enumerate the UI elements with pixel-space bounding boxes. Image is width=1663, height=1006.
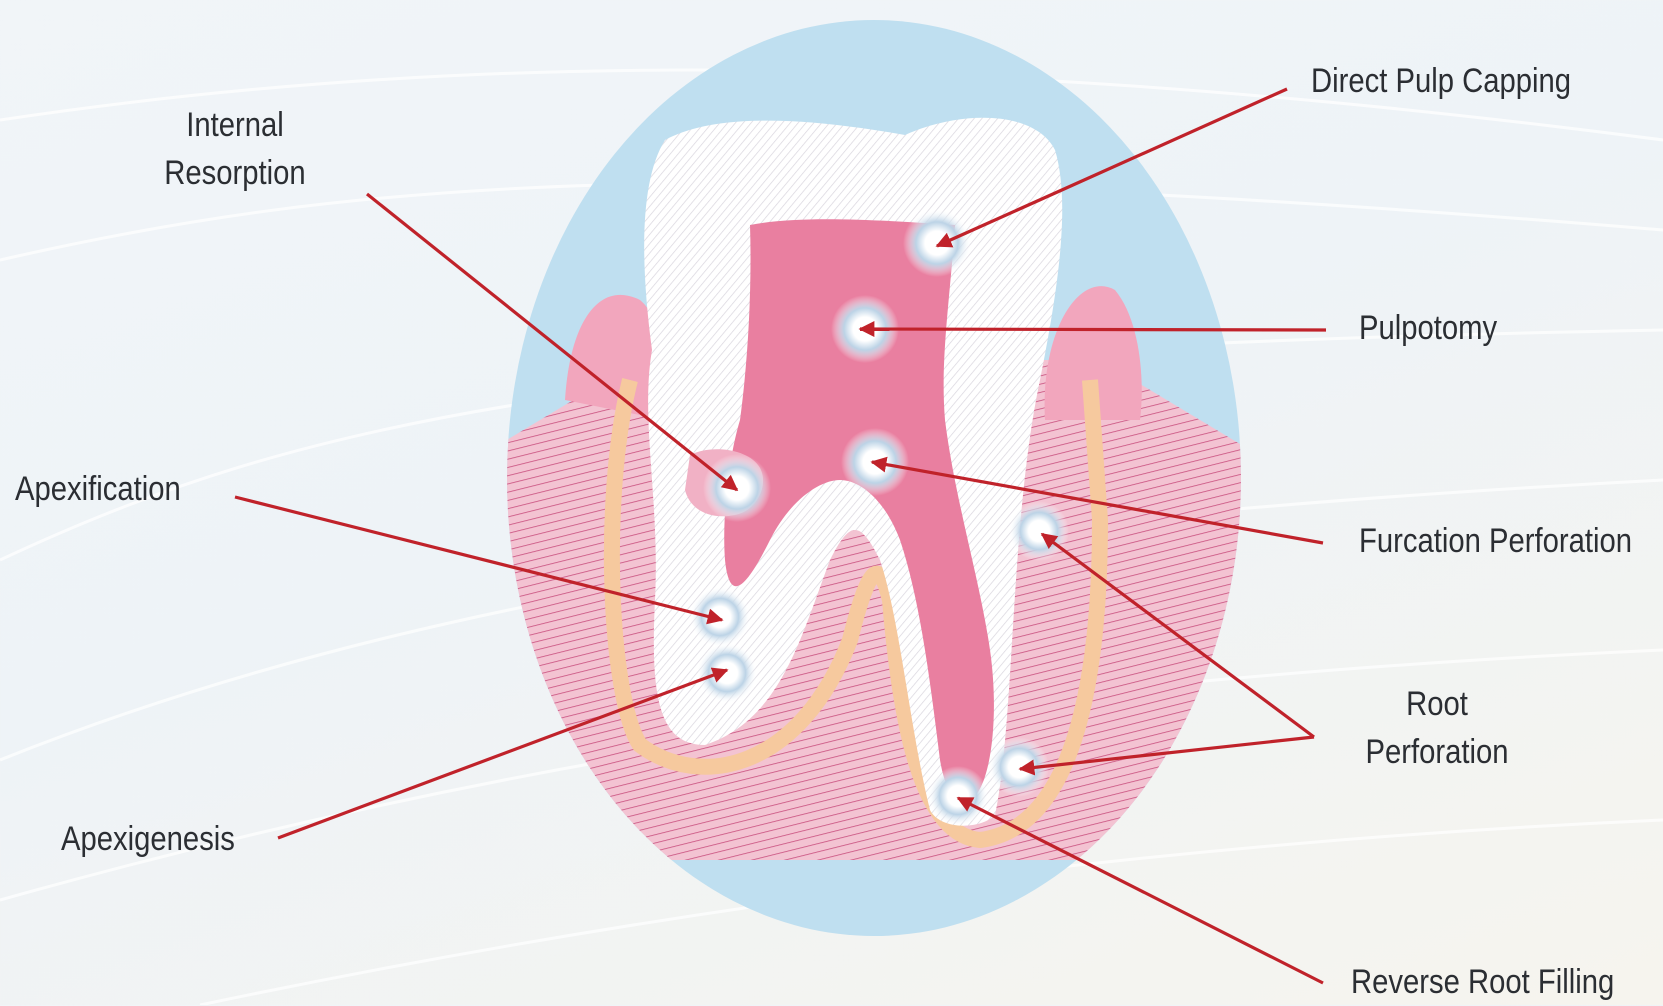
label-pulpotomy: Pulpotomy [1359, 304, 1497, 352]
label-reverse-root-filling: Reverse Root Filling [1351, 958, 1614, 1006]
site-root-perforation-upper [1009, 501, 1069, 561]
site-apexification [690, 587, 750, 647]
pointer-pulpotomy [860, 329, 1326, 330]
site-direct-pulp-capping [903, 209, 971, 277]
site-reverse-root-filling [928, 766, 988, 826]
site-apexigenesis [697, 643, 757, 703]
label-internal-resorption: Internal Resorption [162, 101, 308, 198]
label-furcation-perforation: Furcation Perforation [1359, 517, 1632, 565]
label-apexification: Apexification [15, 465, 181, 513]
label-apexigenesis: Apexigenesis [61, 815, 235, 863]
label-root-perforation: Root Perforation [1364, 680, 1510, 777]
label-direct-pulp-capping: Direct Pulp Capping [1311, 57, 1571, 105]
